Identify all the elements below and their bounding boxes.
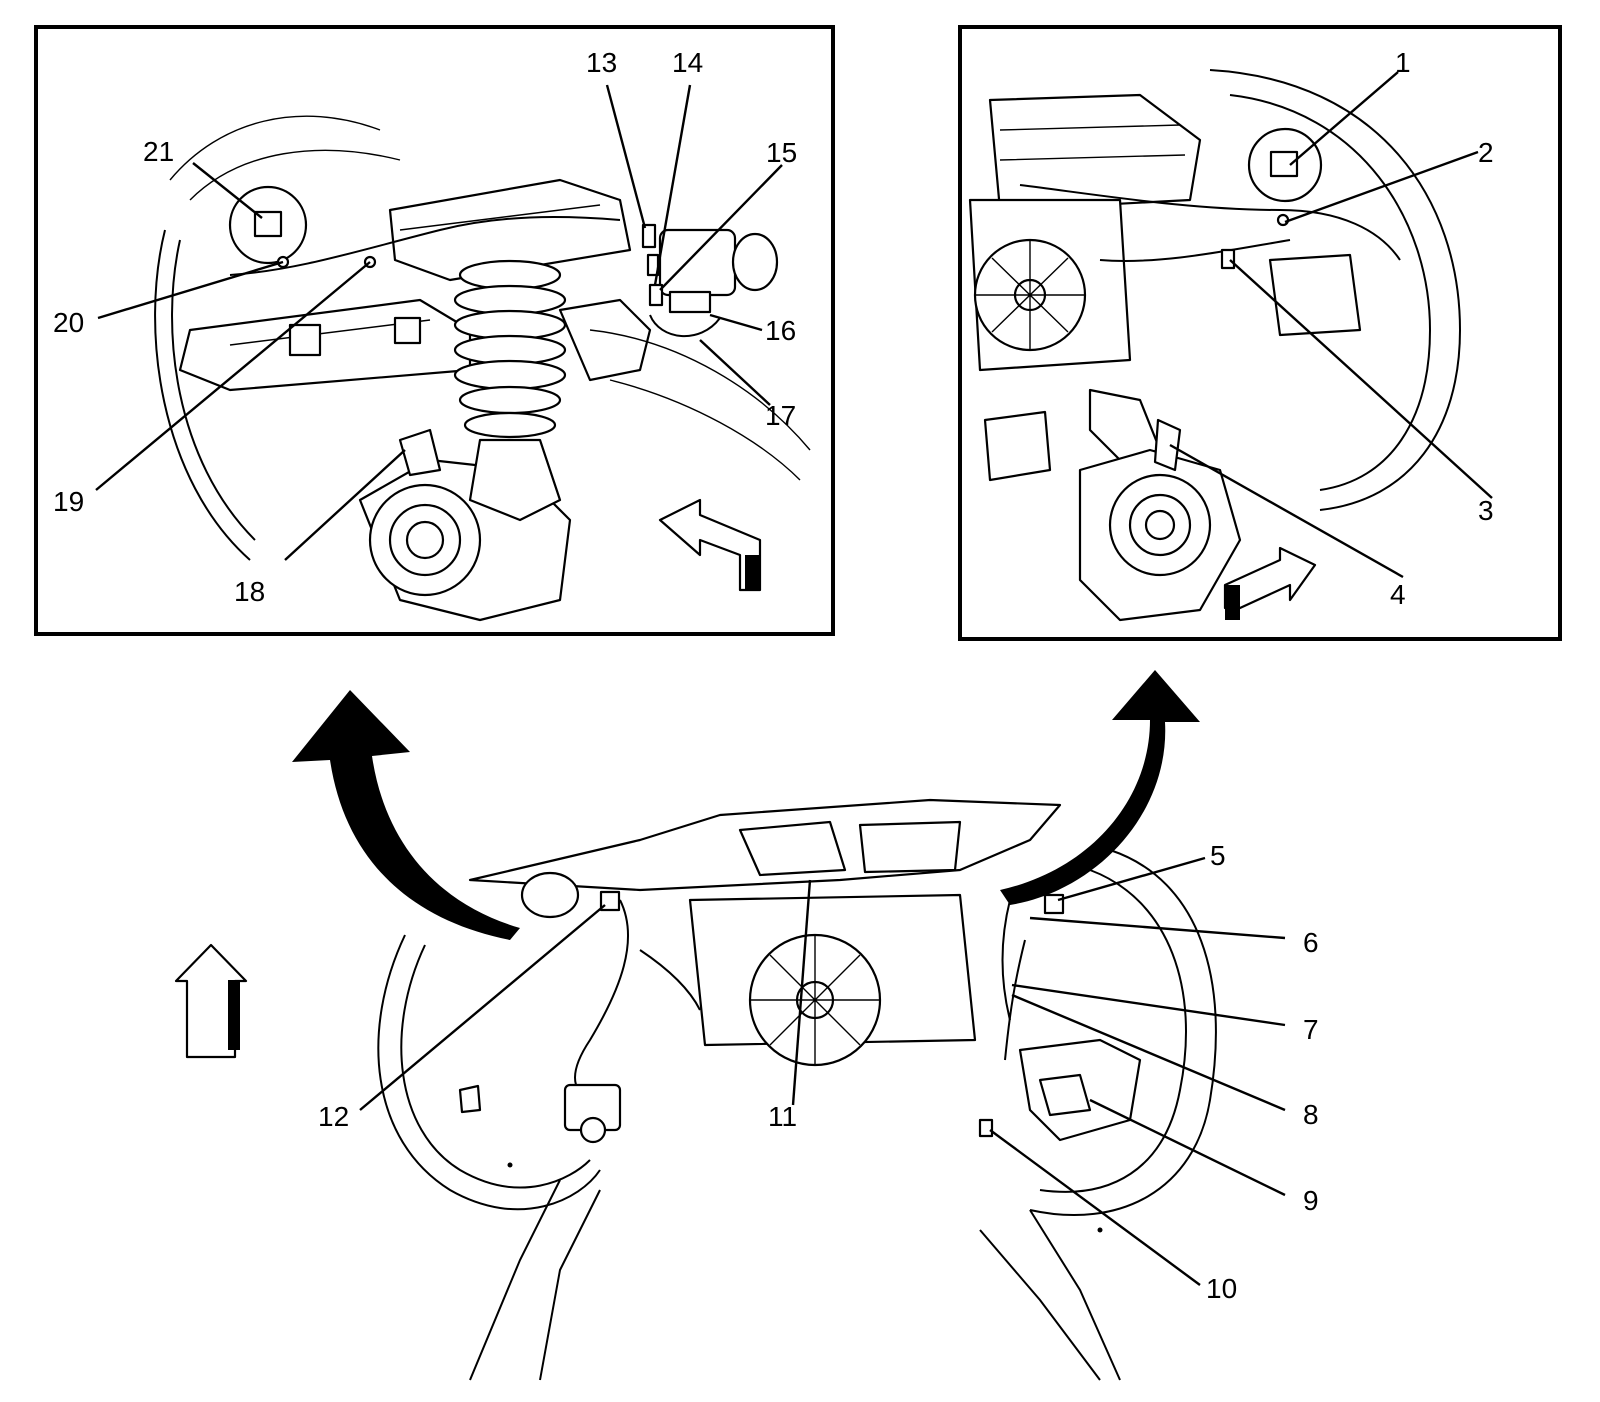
callout-20: 20 [53,307,84,338]
right-detail-panel: 1 2 3 4 [958,25,1562,641]
callout-3: 3 [1478,495,1494,526]
callout-12: 12 [318,1101,349,1132]
zoom-arrows [292,670,1200,940]
callout-15: 15 [766,137,797,168]
left-detail-panel: 13 14 15 16 17 18 19 20 21 [34,25,835,636]
callout-14: 14 [672,47,703,78]
callout-6: 6 [1303,927,1319,958]
callout-8: 8 [1303,1099,1319,1130]
callout-4: 4 [1390,579,1406,610]
callout-21: 21 [143,136,174,167]
callout-19: 19 [53,486,84,517]
callout-18: 18 [234,576,265,607]
callout-5: 5 [1210,840,1226,871]
callout-1: 1 [1395,47,1411,78]
direction-arrow-right-panel [1223,546,1317,620]
callout-16: 16 [765,315,796,346]
callout-13: 13 [586,47,617,78]
front-direction-arrow [174,943,248,1059]
callout-9: 9 [1303,1185,1319,1216]
coil-spring [453,259,567,439]
callout-10: 10 [1206,1273,1237,1304]
callout-11: 11 [768,1101,797,1132]
callout-17: 17 [765,400,796,431]
callout-2: 2 [1478,137,1494,168]
actuator-assembly [658,228,779,314]
callout-7: 7 [1303,1014,1319,1045]
radiator-fan [968,198,1132,372]
direction-arrow-left-panel [658,498,762,592]
overview-panel: 5 6 7 8 9 10 11 12 [318,798,1319,1381]
wheel-hub [358,438,572,622]
